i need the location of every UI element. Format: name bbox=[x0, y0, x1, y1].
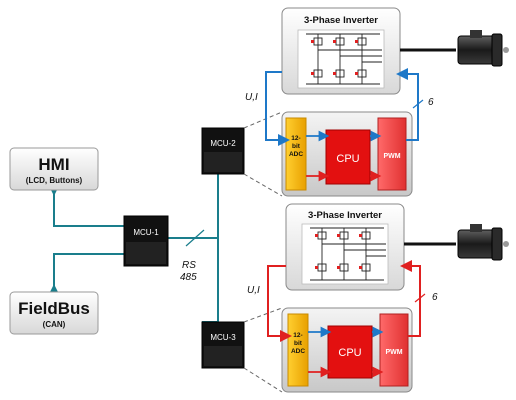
inverter-bottom-title: 3-Phase Inverter bbox=[308, 210, 382, 221]
adc-bottom-line1: 12- bbox=[293, 332, 302, 339]
servo-motor-icon bbox=[457, 224, 509, 261]
pwm-bottom-label: PWM bbox=[385, 349, 402, 356]
inverter-top-title: 3-Phase Inverter bbox=[304, 15, 378, 26]
fieldbus-subtitle: (CAN) bbox=[43, 320, 66, 329]
rs485-label-line2: 485 bbox=[180, 272, 197, 283]
adc-top-line2: bit bbox=[292, 143, 301, 150]
inverter-bottom-switch-dots bbox=[315, 234, 362, 269]
pwm-top-label: PWM bbox=[383, 153, 400, 160]
adc-bottom-line3: ADC bbox=[291, 348, 305, 355]
mcu-2-zoom-lines bbox=[243, 111, 283, 197]
inverter-top-schematic-icon bbox=[306, 33, 382, 85]
inverter-top: 3-Phase Inverter bbox=[281, 7, 401, 95]
mcu-1-label: MCU-1 bbox=[133, 228, 159, 237]
hmi-title: HMI bbox=[38, 155, 69, 174]
pwm-lines-top-label: 6 bbox=[428, 97, 434, 108]
inverter-bottom-schematic-icon bbox=[310, 227, 386, 281]
inverter-bottom: 3-Phase Inverter bbox=[285, 203, 405, 291]
pwm-lines-bottom-label: 6 bbox=[432, 292, 438, 303]
hmi-box: HMI (LCD, Buttons) bbox=[9, 147, 99, 191]
mcu-2-label: MCU-2 bbox=[210, 139, 236, 148]
mcu-3-chip: MCU-3 bbox=[201, 321, 245, 369]
feedback-bottom-label: U,I bbox=[247, 285, 260, 296]
mcu-3-zoom-lines bbox=[243, 307, 283, 393]
servo-motor-icon bbox=[457, 30, 509, 67]
controller-top-panel: 12- bit ADC CPU PWM bbox=[281, 111, 413, 197]
adc-bottom-line2: bit bbox=[294, 340, 303, 347]
adc-top-line1: 12- bbox=[291, 135, 300, 142]
hmi-subtitle: (LCD, Buttons) bbox=[26, 176, 83, 185]
cpu-top-label: CPU bbox=[336, 153, 359, 165]
rs485-label-line1: RS bbox=[182, 260, 196, 271]
fieldbus-box: FieldBus (CAN) bbox=[9, 291, 99, 335]
feedback-top-label: U,I bbox=[245, 92, 258, 103]
fieldbus-title: FieldBus bbox=[18, 299, 90, 318]
bottom-signal-lines bbox=[267, 260, 426, 342]
inverter-top-switch-dots bbox=[311, 40, 358, 75]
controller-bottom-panel: 12- bit ADC CPU PWM bbox=[281, 307, 413, 393]
mcu-1-chip: MCU-1 bbox=[123, 215, 169, 267]
cpu-bottom-label: CPU bbox=[338, 347, 361, 359]
adc-top-line3: ADC bbox=[289, 151, 303, 158]
top-signal-lines bbox=[265, 68, 424, 146]
mcu-3-label: MCU-3 bbox=[210, 333, 236, 342]
mcu-2-chip: MCU-2 bbox=[201, 127, 245, 175]
